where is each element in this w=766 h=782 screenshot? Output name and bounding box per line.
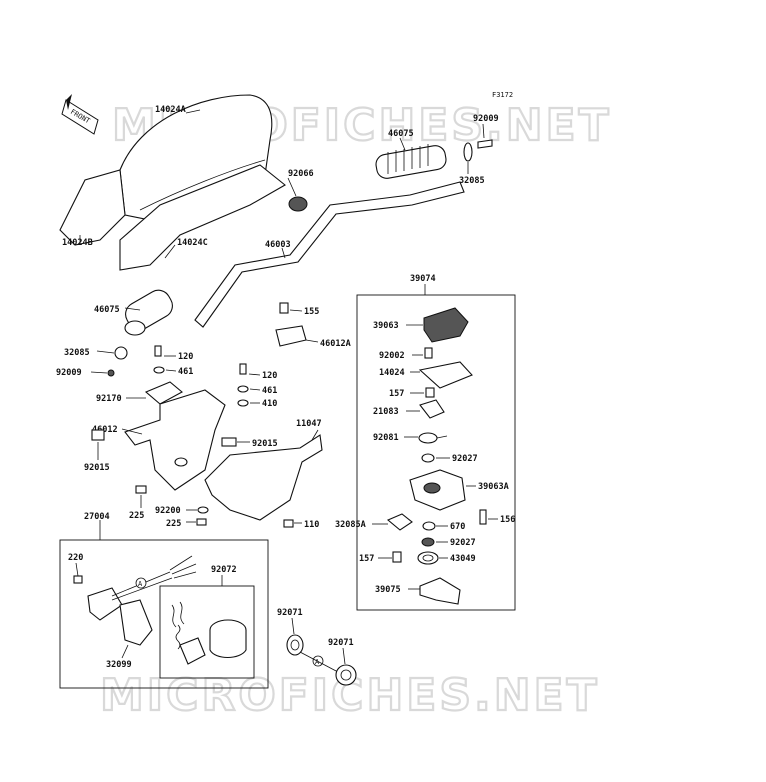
weight-32085-left bbox=[114, 346, 128, 360]
ref-marker-a-left-text: A bbox=[138, 580, 143, 588]
label-46075-right: 46075 bbox=[388, 129, 414, 139]
label-14024C: 14024C bbox=[177, 238, 208, 248]
label-14024: 14024 bbox=[379, 368, 405, 378]
label-11047: 11047 bbox=[296, 419, 322, 429]
label-32099: 32099 bbox=[106, 660, 132, 670]
label-120-right: 120 bbox=[262, 371, 277, 381]
screw-92009 bbox=[477, 139, 493, 149]
clip-92015-left bbox=[91, 429, 105, 441]
washer-410 bbox=[237, 399, 249, 407]
oring-92027-bottom bbox=[421, 537, 435, 547]
label-225-right: 225 bbox=[166, 519, 181, 529]
label-92200: 92200 bbox=[155, 506, 181, 516]
label-92027-bottom: 92027 bbox=[450, 538, 476, 548]
label-225-left: 225 bbox=[129, 511, 144, 521]
handlebar-holder-46012 bbox=[124, 381, 226, 491]
bolt-157-top bbox=[425, 387, 435, 398]
screw-92002 bbox=[424, 347, 433, 359]
label-92071-right: 92071 bbox=[328, 638, 354, 648]
label-14024B: 14024B bbox=[62, 238, 93, 248]
label-92009-left: 92009 bbox=[56, 368, 82, 378]
bolt-225-left bbox=[135, 485, 147, 494]
bolt-110 bbox=[283, 519, 294, 528]
label-220: 220 bbox=[68, 553, 83, 563]
figure-code: F3172 bbox=[492, 91, 513, 99]
label-92072: 92072 bbox=[211, 565, 237, 575]
label-39075: 39075 bbox=[375, 585, 401, 595]
bolt-155 bbox=[279, 302, 289, 314]
bolt-156 bbox=[479, 509, 487, 525]
label-46012A: 46012A bbox=[320, 339, 351, 349]
label-92027-top: 92027 bbox=[452, 454, 478, 464]
washer-92200 bbox=[197, 506, 209, 514]
bracket-11047 bbox=[204, 434, 323, 521]
oring-92027-top bbox=[421, 453, 435, 463]
label-46075-left: 46075 bbox=[94, 305, 120, 315]
washer-461-left bbox=[153, 366, 165, 374]
cable-92081 bbox=[418, 432, 438, 444]
weight-32085 bbox=[463, 142, 473, 162]
throttle-case-group-box bbox=[356, 294, 516, 611]
label-157-top: 157 bbox=[389, 389, 404, 399]
label-92081: 92081 bbox=[373, 433, 399, 443]
oring-670 bbox=[422, 521, 436, 531]
label-32085-top: 32085 bbox=[459, 176, 485, 186]
seat-part bbox=[59, 94, 286, 271]
label-21083: 21083 bbox=[373, 407, 399, 417]
label-27004: 27004 bbox=[84, 512, 110, 522]
label-410: 410 bbox=[262, 399, 277, 409]
ref-marker-a-left bbox=[135, 577, 147, 589]
label-92015-left: 92015 bbox=[84, 463, 110, 473]
label-46003: 46003 bbox=[265, 240, 291, 250]
clip-92015-right bbox=[221, 437, 237, 447]
label-156: 156 bbox=[500, 515, 515, 525]
plug-92066 bbox=[288, 196, 308, 212]
label-43049: 43049 bbox=[450, 554, 476, 564]
gasket-14024 bbox=[418, 361, 473, 389]
front-arrow-icon: FRONT bbox=[61, 94, 99, 135]
label-110: 110 bbox=[304, 520, 319, 530]
label-14024A: 14024A bbox=[155, 105, 186, 115]
washer-461-right bbox=[237, 385, 249, 393]
label-39063A: 39063A bbox=[478, 482, 509, 492]
label-461-left: 461 bbox=[178, 367, 193, 377]
throttle-cover-39063 bbox=[423, 307, 469, 343]
label-157-bottom: 157 bbox=[359, 554, 374, 564]
plate-32085A bbox=[386, 513, 413, 531]
label-670: 670 bbox=[450, 522, 465, 532]
plate-21083 bbox=[419, 399, 445, 419]
label-39074: 39074 bbox=[410, 274, 436, 284]
label-461-right: 461 bbox=[262, 386, 277, 396]
bolt-120-right bbox=[239, 363, 247, 375]
label-155: 155 bbox=[304, 307, 319, 317]
label-92002: 92002 bbox=[379, 351, 405, 361]
label-92170: 92170 bbox=[96, 394, 122, 404]
label-32085A: 32085A bbox=[335, 520, 366, 530]
label-92015-right: 92015 bbox=[252, 439, 278, 449]
grip-right-part bbox=[375, 144, 447, 179]
ref-marker-a-right bbox=[312, 655, 324, 667]
label-92066: 92066 bbox=[288, 169, 314, 179]
screw-92009-left bbox=[107, 369, 115, 377]
kill-switch-group-box bbox=[59, 539, 269, 689]
grip-left-part bbox=[124, 289, 173, 336]
screw-220 bbox=[73, 575, 83, 584]
ref-marker-a-right-text: A bbox=[315, 658, 320, 666]
cable-guide-39075 bbox=[419, 577, 461, 605]
label-92009-top: 92009 bbox=[473, 114, 499, 124]
label-92071-left: 92071 bbox=[277, 608, 303, 618]
bolt-157-bottom bbox=[392, 551, 402, 563]
handlebar-46003 bbox=[194, 181, 465, 328]
label-32085-left: 32085 bbox=[64, 348, 90, 358]
bolt-225-right bbox=[196, 518, 207, 526]
label-120-left: 120 bbox=[178, 352, 193, 362]
clamp-92072 bbox=[171, 601, 247, 665]
label-46012: 46012 bbox=[92, 425, 118, 435]
label-39063: 39063 bbox=[373, 321, 399, 331]
clamp-92072-box bbox=[159, 585, 255, 679]
bolt-120-left bbox=[154, 345, 162, 357]
clamp-46012A bbox=[275, 325, 307, 347]
kill-switch-32099 bbox=[87, 571, 173, 646]
